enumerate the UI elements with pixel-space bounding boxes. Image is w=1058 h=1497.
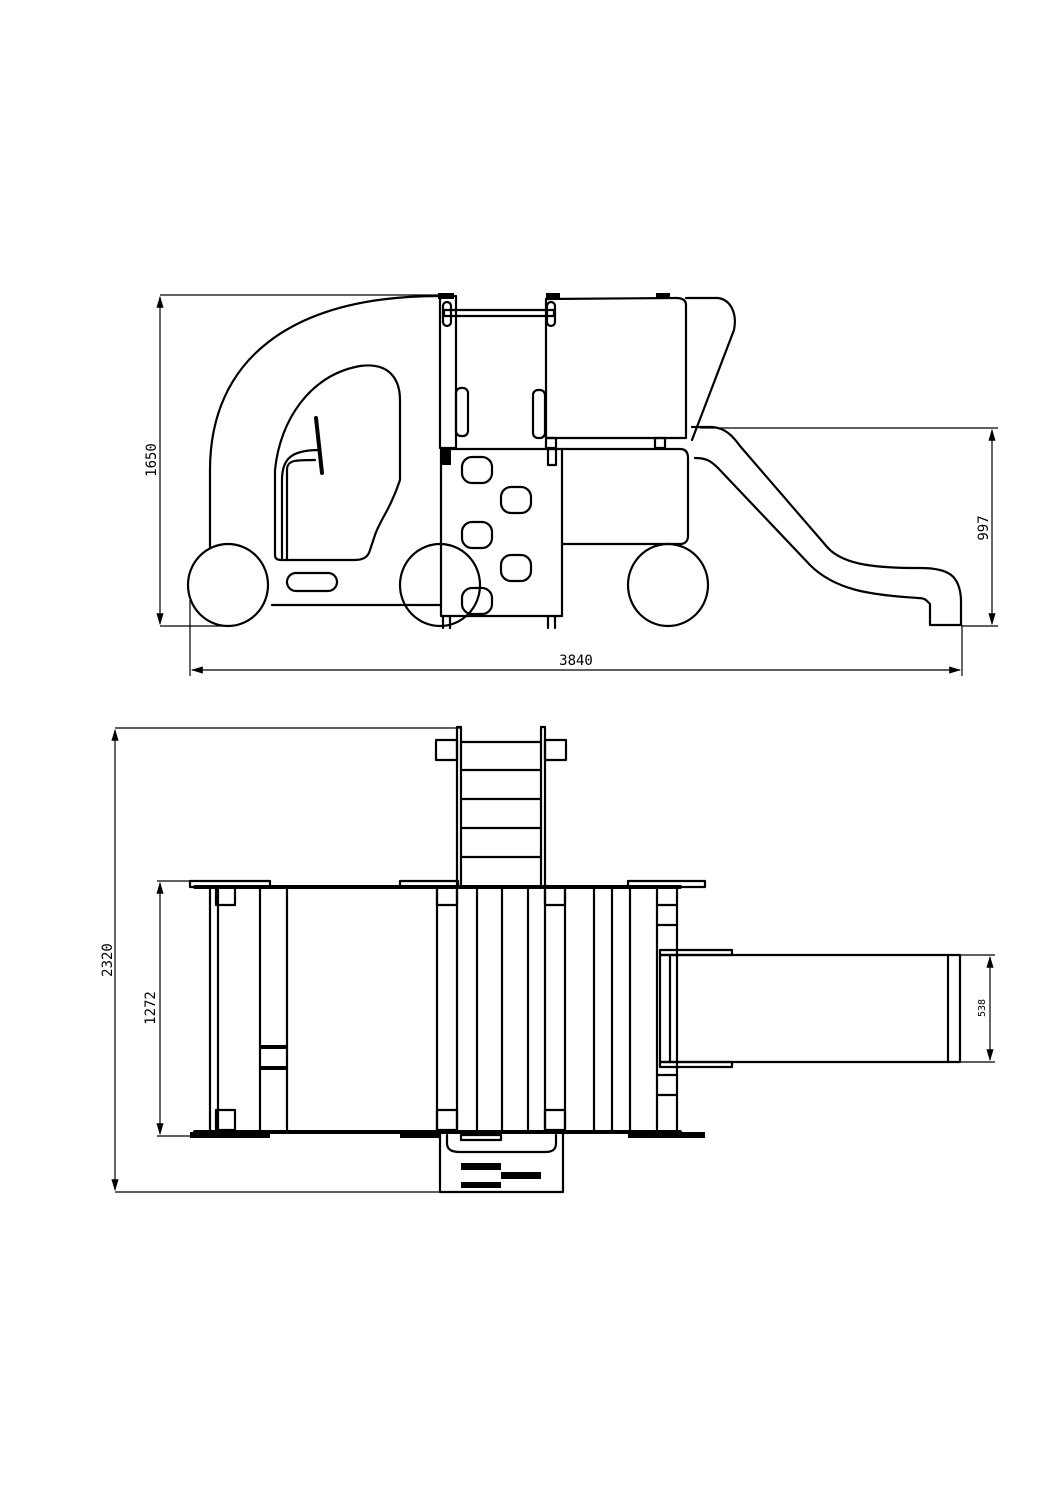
dimension-length-total: 3840 bbox=[189, 600, 963, 676]
ladder bbox=[434, 725, 568, 889]
slide bbox=[690, 425, 963, 627]
roof-cabin bbox=[544, 296, 688, 440]
post-cap bbox=[546, 293, 560, 299]
lower-block bbox=[560, 447, 690, 546]
grab-handle bbox=[531, 388, 547, 440]
post-cap bbox=[656, 293, 670, 299]
wheel bbox=[626, 542, 710, 628]
dimension-depth-total: 2320 bbox=[100, 727, 460, 1193]
car-seat bbox=[280, 448, 322, 562]
top-rail bbox=[442, 308, 556, 318]
cabin-foot bbox=[653, 436, 667, 450]
dimension-slide-width: 538 bbox=[960, 954, 995, 1063]
deck bbox=[188, 879, 707, 1138]
dimension-label: 3840 bbox=[559, 653, 593, 669]
entry-steps bbox=[438, 1130, 565, 1194]
top-view: 2320 1272 538 bbox=[100, 725, 995, 1194]
car-body-outline bbox=[208, 294, 442, 607]
dimension-deck-depth: 1272 bbox=[143, 880, 195, 1137]
dimension-label: 538 bbox=[977, 999, 988, 1017]
climbing-holds bbox=[460, 455, 533, 616]
post-cap bbox=[438, 293, 454, 299]
roof-front bbox=[684, 296, 736, 442]
steering-column bbox=[314, 416, 324, 475]
cabin-foot bbox=[544, 436, 558, 450]
dimension-label: 997 bbox=[976, 515, 992, 540]
dimension-height-total: 1650 bbox=[144, 294, 440, 627]
climbing-wall bbox=[439, 447, 564, 618]
dimension-slide-height: 997 bbox=[700, 427, 998, 627]
rail-bracket bbox=[441, 300, 453, 328]
car-window bbox=[273, 364, 402, 562]
dimension-label: 2320 bbox=[100, 943, 116, 977]
dimension-label: 1272 bbox=[143, 991, 159, 1025]
wheel bbox=[186, 542, 270, 628]
dimension-label: 1650 bbox=[144, 443, 160, 477]
side-view: 1650 3840 997 bbox=[144, 293, 998, 676]
wall-post bbox=[441, 449, 451, 465]
wall-post bbox=[546, 447, 558, 467]
car-side-slot bbox=[285, 571, 339, 593]
slide-top bbox=[658, 948, 962, 1069]
grab-handle bbox=[454, 386, 470, 438]
